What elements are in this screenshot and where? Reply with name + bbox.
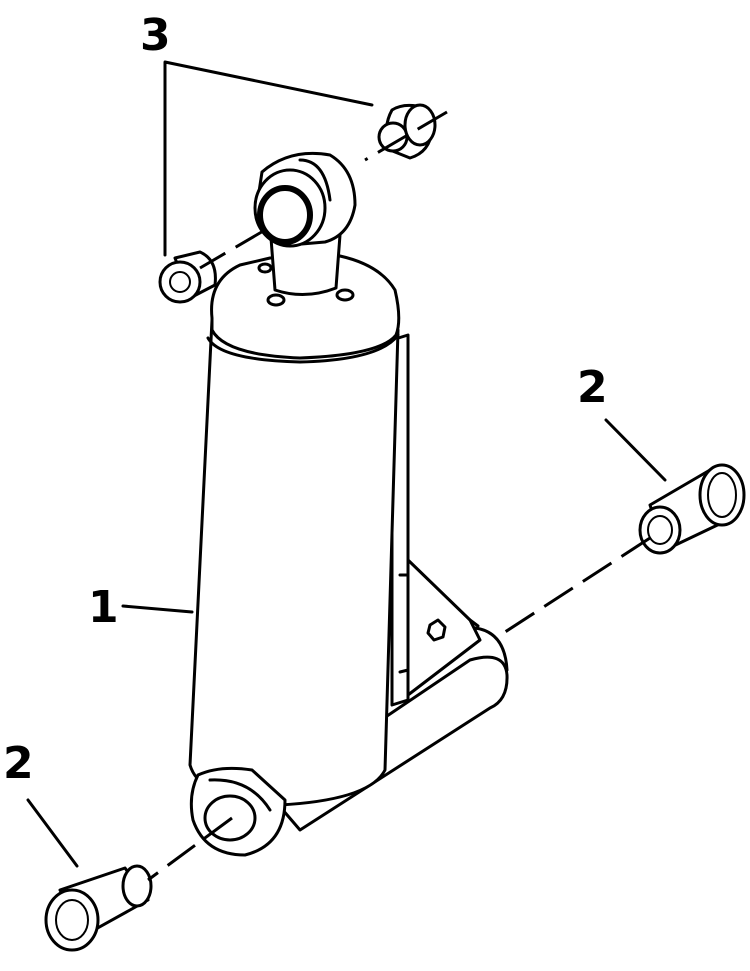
- hydraulic-cylinder: [188, 151, 401, 857]
- leader-lines: [26, 60, 667, 868]
- bushing-lower: [158, 250, 217, 304]
- pin-right: [638, 463, 746, 555]
- bushing-upper: [377, 103, 437, 160]
- callout-2-right: 2: [577, 362, 608, 413]
- hex-nut: [426, 618, 447, 642]
- center-lines: [147, 110, 651, 882]
- callout-1: 1: [88, 582, 119, 633]
- callout-3: 3: [140, 10, 171, 61]
- callout-2-left: 2: [3, 738, 34, 789]
- pin-left: [44, 864, 153, 952]
